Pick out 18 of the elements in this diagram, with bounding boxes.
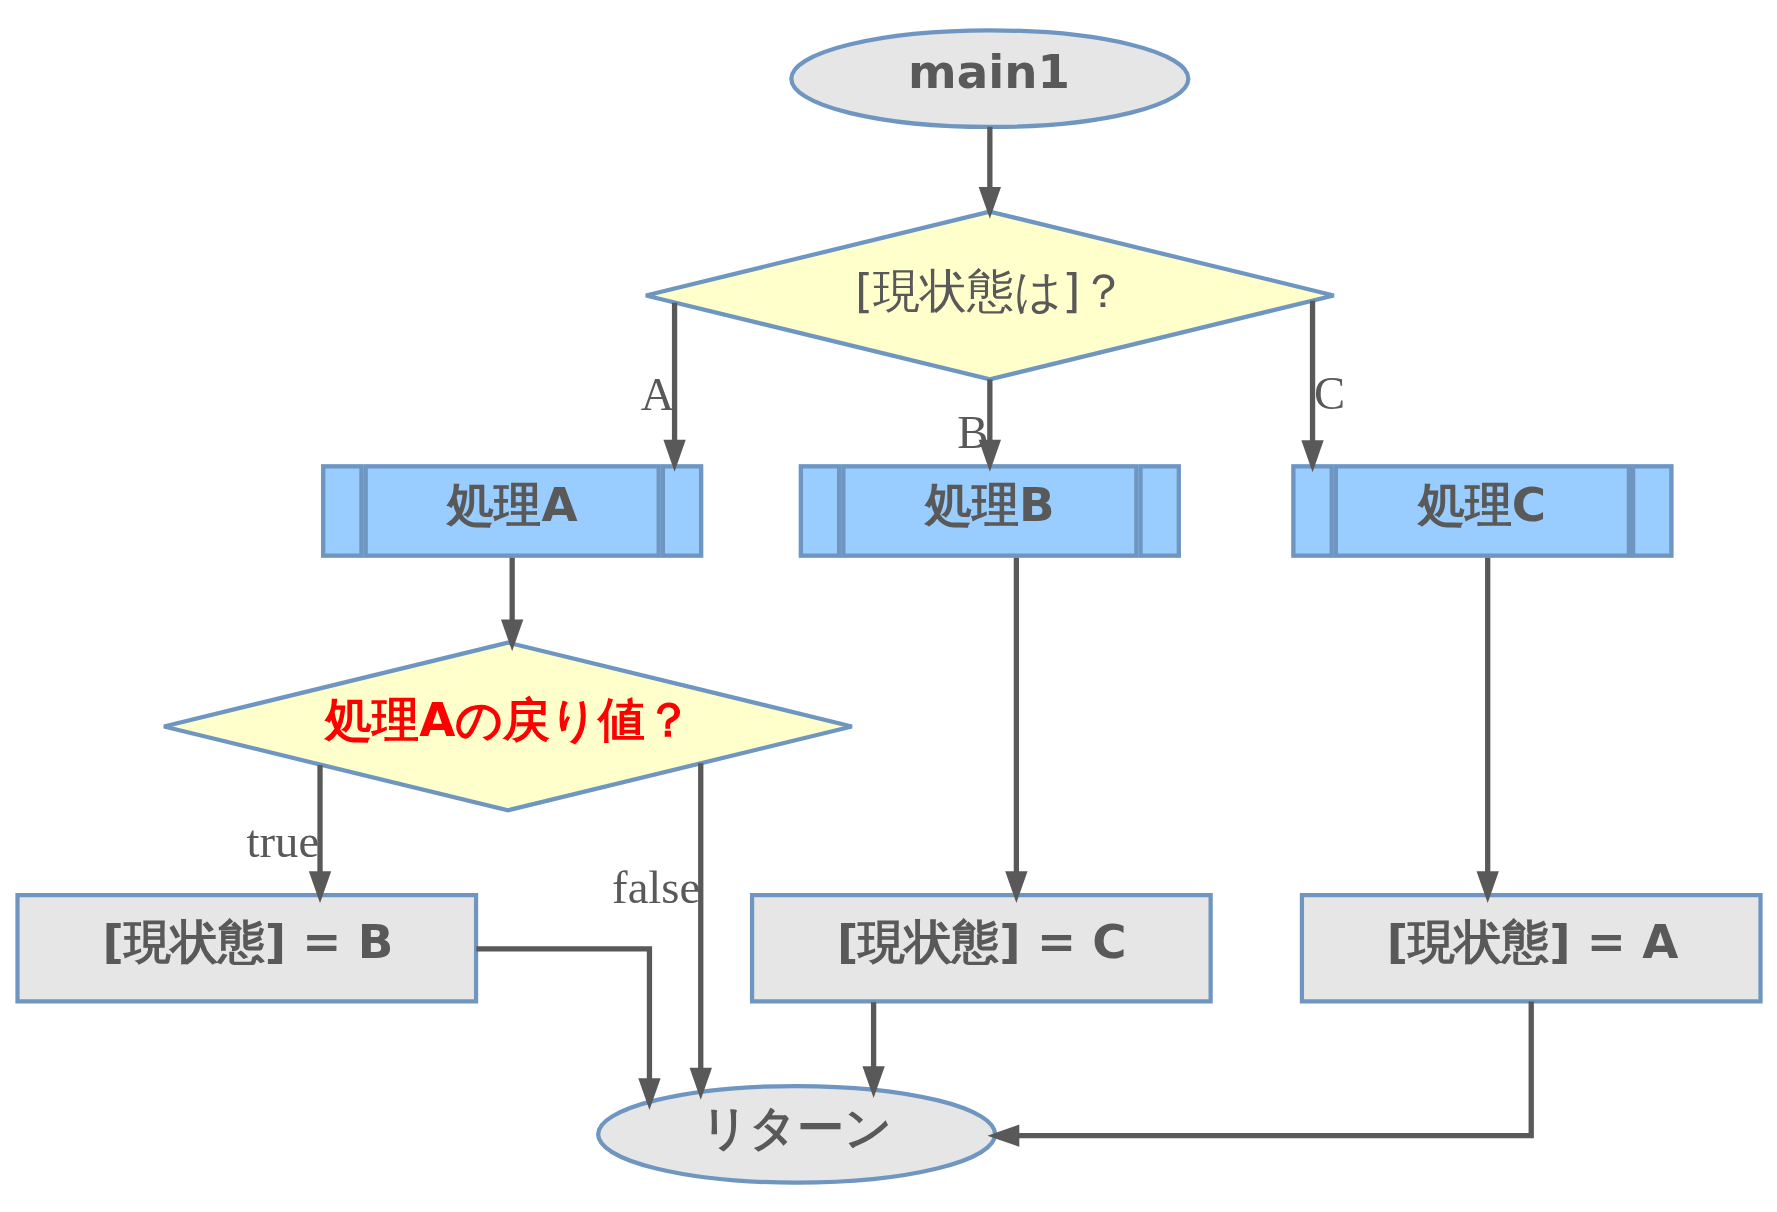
node-box: [現状態] = A <box>1299 892 1763 1004</box>
arrow <box>689 762 712 1100</box>
arrow <box>662 302 686 472</box>
node-diamond: 処理Aの戻り値？ <box>161 639 854 812</box>
node-box: [現状態] = C <box>749 892 1213 1004</box>
arrow <box>500 557 523 651</box>
node-ellipse: main1 <box>788 27 1190 129</box>
arrow <box>1476 557 1499 903</box>
arrow <box>861 1001 885 1098</box>
arrow <box>1004 557 1028 903</box>
arrow <box>1300 300 1324 472</box>
arrow <box>986 1001 1534 1147</box>
node-box: [現状態] = B <box>14 892 478 1004</box>
arrow <box>978 378 1001 472</box>
node-ellipse: リターン <box>595 1083 997 1185</box>
arrow <box>475 945 661 1110</box>
arrow <box>978 126 1001 219</box>
arrow <box>308 764 331 903</box>
